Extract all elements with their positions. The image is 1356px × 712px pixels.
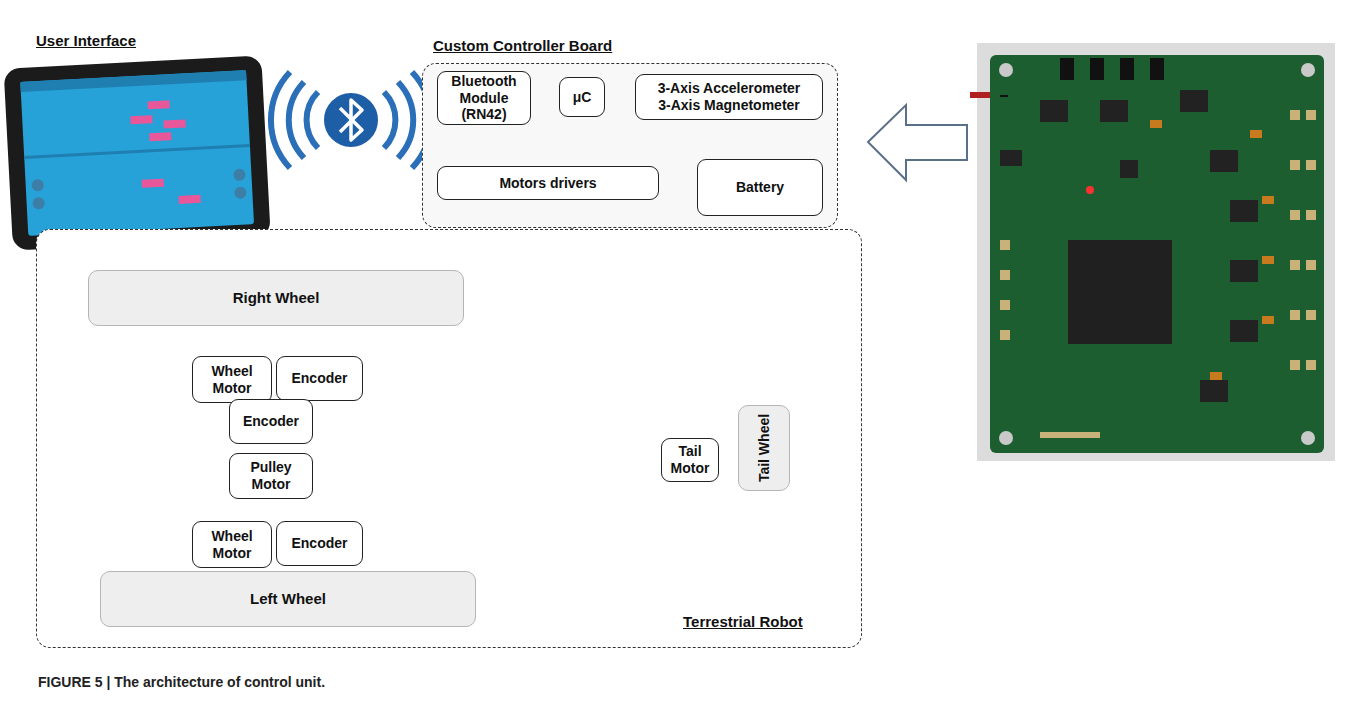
ic: [1180, 90, 1208, 112]
ui-block: [147, 100, 169, 109]
photo-ground: [977, 43, 1335, 461]
screen-divider: [24, 144, 250, 159]
component-label: Encoder: [291, 535, 347, 552]
mount-hole: [1301, 63, 1315, 77]
component-box: Encoder: [229, 399, 313, 444]
group-region: Custom Controller BoardBluetooth Module …: [422, 63, 838, 228]
bluetooth-rune: [340, 100, 362, 140]
component-label: Motors drivers: [499, 175, 596, 192]
ui-button: [233, 168, 246, 181]
component-box: μC: [559, 77, 605, 117]
figure-caption: FIGURE 5 | The architecture of control u…: [38, 674, 325, 690]
pointer-arrow: [868, 105, 967, 180]
ui-button: [32, 197, 45, 210]
component-box: 3-Axis Accelerometer3-Axis Magnetometer: [635, 74, 823, 120]
ui-button: [234, 186, 247, 199]
component-label: 3-Axis Accelerometer: [658, 80, 801, 97]
signal-arc: [307, 92, 318, 148]
component-label: Right Wheel: [233, 289, 320, 307]
pads: [1000, 110, 1316, 438]
component-box: Wheel Motor: [192, 521, 272, 568]
tablet-screen: [20, 70, 254, 236]
bluetooth-symbol: [271, 72, 431, 168]
component-label: Encoder: [243, 413, 299, 430]
signal-arc: [271, 72, 290, 168]
ui-block: [130, 115, 152, 124]
header-pin: [1150, 58, 1164, 80]
component-label: Tail Wheel: [756, 414, 772, 482]
tablet: [4, 55, 271, 250]
signal-arc: [398, 82, 413, 158]
led: [1086, 186, 1094, 194]
group-region: Terrestrial RobotRight WheelWheel MotorE…: [36, 229, 862, 648]
component-label: Pulley Motor: [235, 459, 307, 493]
mount-hole: [1301, 431, 1315, 445]
component-box: Encoder: [276, 356, 363, 401]
component-label: Encoder: [291, 370, 347, 387]
capacitor: [1262, 196, 1274, 204]
ic: [1000, 150, 1022, 166]
capacitor: [1262, 256, 1274, 264]
component-box: Bluetooth Module (RN42): [437, 71, 531, 125]
capacitor: [1250, 130, 1262, 138]
ic: [1100, 100, 1128, 122]
component-label: Battery: [736, 179, 784, 196]
ui-block: [149, 132, 171, 141]
wheel-block: Tail Wheel: [738, 405, 790, 491]
component-box: Motors drivers: [437, 166, 659, 200]
ui-block: [163, 119, 185, 128]
status-bar: [20, 70, 246, 92]
component-label: Wheel Motor: [198, 363, 266, 397]
ui-block: [142, 179, 164, 188]
capacitor: [1210, 372, 1222, 380]
mount-hole: [999, 63, 1013, 77]
wheel-block: Right Wheel: [88, 270, 464, 326]
header-pin: [1120, 58, 1134, 80]
component-label: Bluetooth Module (RN42): [443, 73, 525, 123]
ic: [1230, 320, 1258, 342]
group-heading: Terrestrial Robot: [683, 613, 803, 630]
header-pin: [1090, 58, 1104, 80]
ic: [1120, 160, 1138, 178]
pcb-photo: [970, 43, 1335, 461]
component-label: μC: [573, 89, 592, 106]
ic: [1210, 150, 1238, 172]
ic: [1200, 380, 1228, 402]
group-heading: Custom Controller Board: [433, 37, 612, 54]
component-box: Tail Motor: [661, 438, 719, 482]
ic: [1230, 260, 1258, 282]
ic: [1230, 200, 1258, 222]
component-box: Battery: [697, 159, 823, 216]
tablet-body: [4, 55, 271, 250]
signal-arc: [384, 92, 395, 148]
component-box: Encoder: [276, 521, 363, 566]
battery-lead: [970, 92, 990, 98]
header-pin: [1060, 58, 1074, 80]
component-box: Pulley Motor: [229, 453, 313, 499]
ic: [1040, 100, 1068, 122]
signal-arc: [289, 82, 304, 158]
component-label: Tail Motor: [667, 443, 713, 477]
component-label: 3-Axis Magnetometer: [658, 97, 800, 114]
bluetooth-badge: [323, 92, 379, 148]
component-label: Wheel Motor: [198, 528, 266, 562]
wire: [1000, 95, 1008, 97]
component-label: Left Wheel: [250, 590, 326, 608]
mount-hole: [999, 431, 1013, 445]
capacitor: [1262, 316, 1274, 324]
capacitor: [1150, 120, 1162, 128]
component-box: Wheel Motor: [192, 356, 272, 403]
ui-button: [31, 179, 44, 192]
wheel-block: Left Wheel: [100, 571, 476, 627]
pcb-board: [990, 55, 1324, 453]
section-heading: User Interface: [36, 32, 136, 49]
mcu-chip: [1068, 240, 1172, 344]
ui-block: [178, 195, 200, 204]
